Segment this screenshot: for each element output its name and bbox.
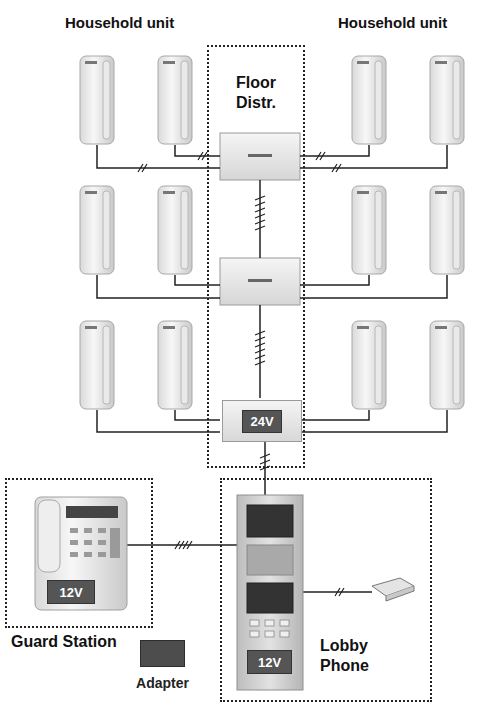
- node-label: 24V: [242, 410, 281, 433]
- guard-desk-phone: [35, 497, 127, 610]
- door-lock: [372, 578, 414, 601]
- floor-distribution-region: Floor Distr. 24V: [207, 45, 305, 468]
- node-label: 12V: [258, 655, 281, 670]
- wire-connector: [153, 544, 220, 546]
- power-supply-box: 12V: [47, 580, 95, 604]
- node-label: Guard Station: [11, 633, 117, 651]
- household-wiring: [97, 145, 447, 592]
- lobby-phone-region: Lobby Phone 12V: [220, 478, 432, 702]
- node-label: Adapter: [136, 675, 189, 691]
- power-distributor-box: 24V: [222, 400, 302, 442]
- wire-connector: [264, 442, 266, 478]
- node-label: 12V: [59, 585, 82, 600]
- column-heading: Household unit: [338, 14, 447, 31]
- lobby-panel: [237, 495, 303, 690]
- node-label: Lobby Phone: [320, 636, 400, 676]
- guard-station-region: Guard Station12V: [5, 478, 153, 628]
- column-heading: Household unit: [65, 14, 174, 31]
- power-supply-box: 12V: [247, 650, 292, 674]
- adapter-box: Adapter: [140, 640, 185, 667]
- node-label: Floor Distr.: [221, 47, 291, 113]
